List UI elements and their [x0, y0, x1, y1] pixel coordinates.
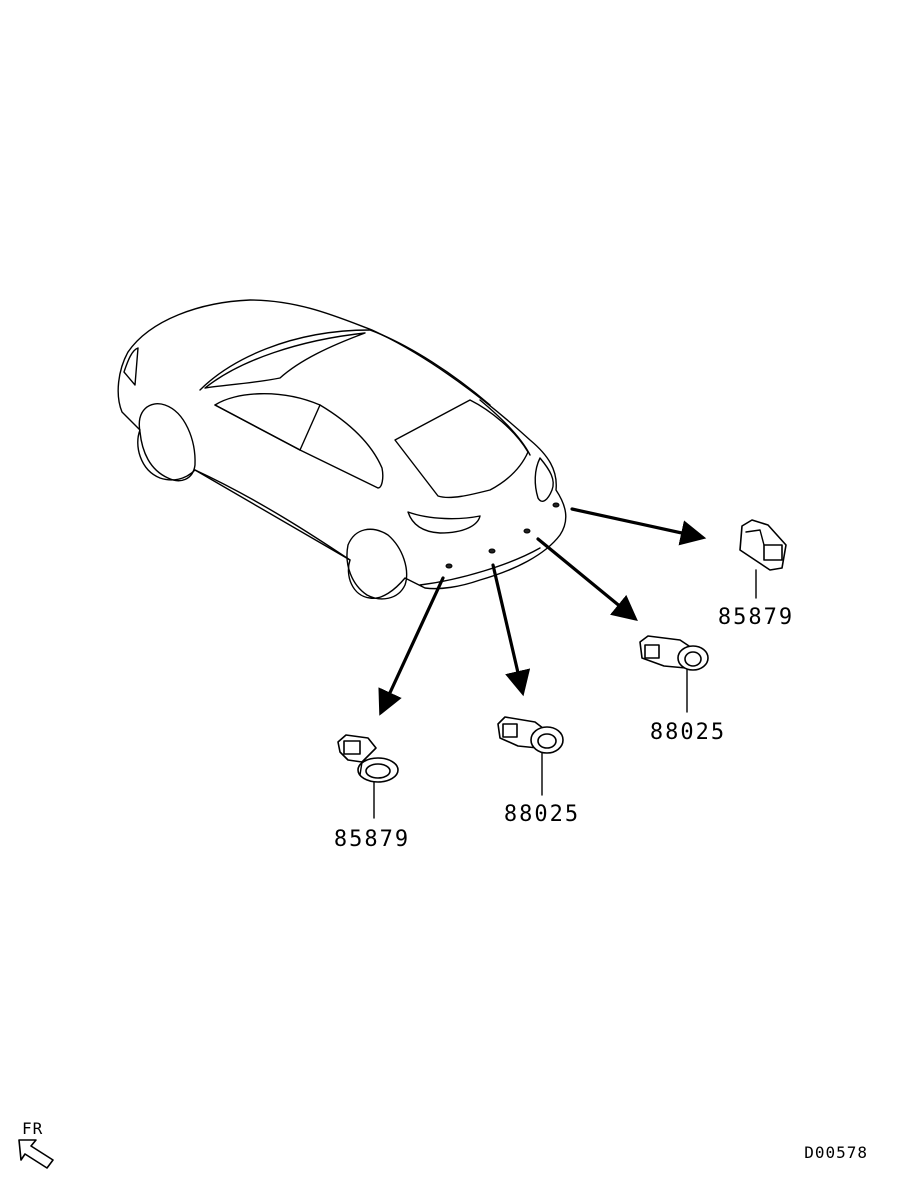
leader-arrows: [378, 507, 707, 716]
part-number-rear-corner-right: 85879: [718, 605, 794, 630]
front-arrow-icon: [18, 1139, 54, 1169]
fr-label: FR: [22, 1119, 43, 1138]
part-number-rear-center-right: 88025: [650, 720, 726, 745]
sensor-rear-corner-left[interactable]: [337, 734, 399, 819]
part-number-rear-center-left: 88025: [504, 802, 580, 827]
diagram-code: D00578: [804, 1143, 868, 1162]
sensor-rear-corner-right[interactable]: [739, 519, 787, 599]
arrow-rear-center-left: [491, 563, 531, 697]
part-number-rear-corner-left: 85879: [334, 827, 410, 852]
vehicle-outline: [117, 299, 567, 600]
arrow-rear-center-right: [536, 537, 638, 622]
arrow-rear-corner-left: [378, 576, 445, 716]
arrow-rear-corner-right: [570, 507, 707, 546]
sensor-rear-center-left[interactable]: [497, 716, 564, 796]
sensor-rear-center-right[interactable]: [639, 635, 709, 713]
front-direction-indicator: FR: [18, 1119, 54, 1169]
